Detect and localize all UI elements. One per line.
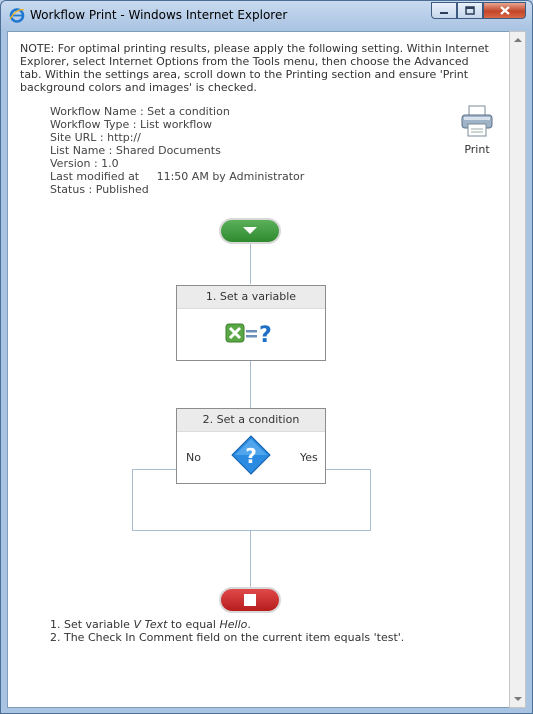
connector [325, 469, 370, 470]
step-description: 2. The Check In Comment field on the cur… [50, 631, 405, 644]
close-button[interactable] [483, 2, 526, 19]
svg-text:?: ? [245, 444, 257, 468]
printer-icon [461, 105, 493, 137]
version: Version : 1.0 [50, 157, 119, 170]
list-name: List Name : Shared Documents [50, 144, 221, 157]
status: Status : Published [50, 183, 149, 196]
site-url: Site URL : http:// [50, 131, 141, 144]
last-modified: Last modified at 11:50 AM by Administrat… [50, 170, 305, 183]
minimize-button[interactable] [431, 2, 457, 19]
window-title: Workflow Print - Windows Internet Explor… [30, 8, 288, 22]
step-set-condition: 2. Set a condition ? [176, 408, 326, 484]
workflow-name: Workflow Name : Set a condition [50, 105, 230, 118]
scroll-down-icon[interactable] [514, 697, 522, 701]
branch-yes-label: Yes [300, 451, 318, 464]
print-button[interactable]: Print [454, 105, 500, 156]
step-description: 1. Set variable V Text to equal Hello. [50, 618, 251, 631]
condition-icon: ? [231, 435, 271, 475]
step-title: 1. Set a variable [177, 286, 325, 309]
vertical-scrollbar[interactable] [509, 31, 526, 708]
set-variable-icon: ? [225, 323, 272, 347]
page-content: NOTE: For optimal printing results, plea… [7, 31, 520, 708]
workflow-type: Workflow Type : List workflow [50, 118, 212, 131]
print-label: Print [464, 143, 490, 156]
start-node [219, 218, 281, 244]
step-set-variable: 1. Set a variable ? [176, 285, 326, 361]
start-arrow-icon [243, 227, 257, 234]
step-title: 2. Set a condition [177, 409, 325, 432]
maximize-button[interactable] [457, 2, 483, 19]
branch-no-label: No [186, 451, 201, 464]
title-bar[interactable]: Workflow Print - Windows Internet Explor… [1, 1, 532, 31]
connector [132, 469, 133, 531]
connector [250, 244, 251, 284]
maximize-icon [465, 6, 475, 15]
scroll-up-icon[interactable] [514, 38, 522, 42]
connector [132, 530, 371, 531]
workflow-meta: Workflow Name : Set a condition Workflow… [50, 105, 304, 196]
connector [250, 530, 251, 587]
svg-text:?: ? [259, 323, 272, 347]
minimize-icon [440, 11, 448, 14]
print-note: NOTE: For optimal printing results, plea… [20, 42, 489, 94]
stop-icon [244, 594, 256, 606]
step-descriptions: 1. Set variable V Text to equal Hello. 2… [50, 618, 404, 644]
close-icon [499, 6, 510, 15]
connector [132, 469, 177, 470]
connector [370, 469, 371, 531]
connector [250, 361, 251, 408]
ie-icon [9, 7, 25, 23]
end-node [219, 587, 281, 613]
